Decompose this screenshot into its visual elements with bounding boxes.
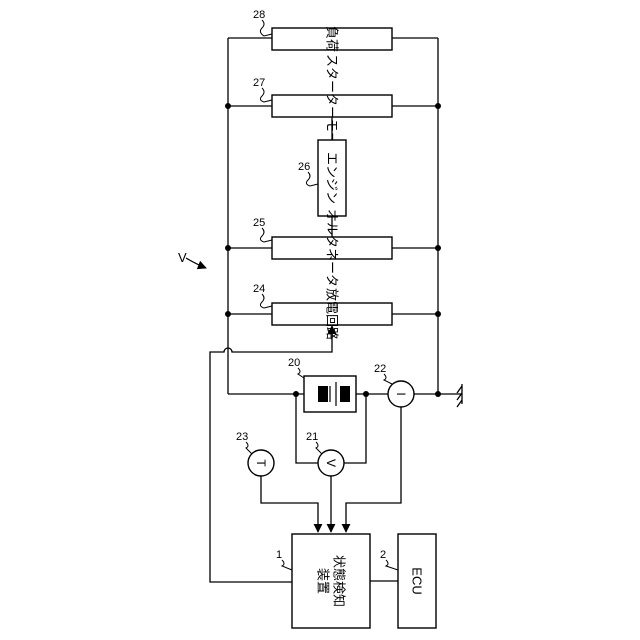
ecu-label: ECU — [410, 567, 425, 594]
voltmeter-ref-leader — [316, 442, 322, 454]
ammeter-symbol: I — [394, 392, 408, 395]
alternator-label: オルタネータ — [325, 209, 340, 287]
load-ref-leader — [260, 20, 272, 36]
battery-ref-leader — [298, 368, 304, 378]
discharge-ref-leader — [260, 294, 272, 308]
starter-ref-leader — [260, 88, 272, 102]
ecu-ref-leader — [386, 560, 398, 570]
ground-symbol — [457, 384, 462, 407]
discharge-ref: 24 — [253, 283, 265, 295]
detector-label-line1: 状態検知 — [332, 555, 347, 607]
voltmeter-symbol: V — [324, 459, 338, 467]
alternator-ref: 25 — [253, 217, 265, 229]
thermometer-signal-line — [261, 476, 318, 532]
alternator-ref-leader — [260, 228, 272, 242]
engine-ref: 26 — [298, 161, 310, 173]
engine-ref-leader — [306, 172, 318, 186]
figure-label: V — [178, 250, 187, 265]
ecu-ref: 2 — [380, 549, 386, 561]
thermometer-ref-leader — [246, 442, 252, 454]
voltmeter-ref: 21 — [306, 431, 318, 443]
ammeter-ref-leader — [384, 374, 392, 384]
detector-ref: 1 — [276, 549, 282, 561]
load-ref: 28 — [253, 9, 265, 21]
detector-label-line2: 装置 — [316, 568, 331, 594]
ammeter-signal-line — [346, 407, 401, 532]
engine-label: エンジン — [325, 152, 340, 204]
figure-label-arrow — [186, 258, 206, 268]
thermometer-ref: 23 — [236, 431, 248, 443]
battery-ref: 20 — [288, 357, 300, 369]
ammeter-ref: 22 — [374, 363, 386, 375]
detector-ref-leader — [282, 560, 292, 570]
load-label: 負荷 — [325, 26, 340, 52]
starter-ref: 27 — [253, 77, 265, 89]
thermometer-symbol: T — [254, 459, 268, 467]
